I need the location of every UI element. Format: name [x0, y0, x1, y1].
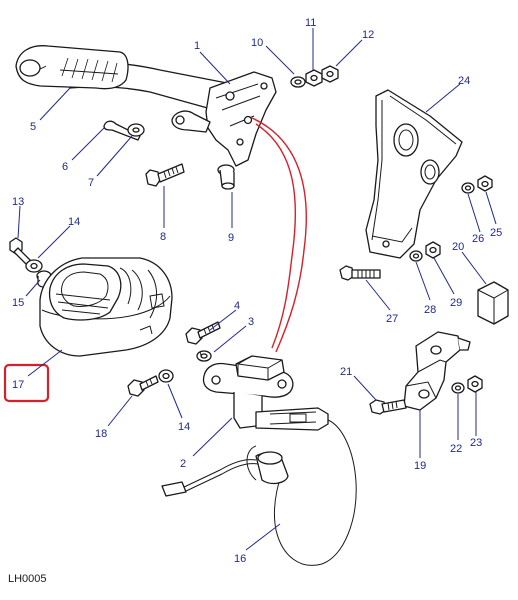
- callout-25: 25: [490, 227, 502, 239]
- stud-9[interactable]: [217, 164, 235, 190]
- callout-29: 29: [450, 297, 462, 309]
- screw-13[interactable]: [9, 237, 33, 267]
- callout-26: 26: [472, 233, 484, 245]
- callout-5: 5: [30, 121, 36, 133]
- warning-switch[interactable]: [202, 355, 329, 431]
- callout-2: 2: [180, 458, 186, 470]
- leader-lines: [17, 28, 497, 551]
- washer-10[interactable]: [290, 76, 306, 88]
- rubber-buffer[interactable]: [477, 281, 509, 325]
- callout-11: 11: [305, 17, 316, 29]
- callout-3: 3: [248, 316, 254, 328]
- nut-12[interactable]: [321, 65, 339, 83]
- callout-28: 28: [424, 304, 436, 316]
- callout-22: 22: [450, 443, 462, 455]
- screw-18[interactable]: [127, 375, 159, 397]
- callout-8: 8: [160, 231, 166, 243]
- callout-20: 20: [452, 241, 464, 253]
- callout-17: 17: [12, 379, 24, 391]
- callout-27: 27: [386, 313, 398, 325]
- callout-19: 19: [414, 460, 426, 472]
- washer-22[interactable]: [451, 382, 465, 394]
- bolt-27[interactable]: [339, 265, 381, 281]
- highlight-box-17: [3, 363, 50, 403]
- callout-6: 6: [62, 161, 68, 173]
- callout-10: 10: [251, 37, 263, 49]
- callout-18: 18: [95, 428, 107, 440]
- callout-7: 7: [88, 177, 94, 189]
- mounting-plate[interactable]: [365, 89, 463, 259]
- callout-4: 4: [234, 300, 240, 312]
- washer-7[interactable]: [127, 123, 145, 137]
- nut-29[interactable]: [425, 241, 441, 259]
- callout-14-upper: 14: [68, 216, 80, 228]
- callout-14-lower: 14: [178, 421, 190, 433]
- washer-28[interactable]: [409, 250, 423, 262]
- bolt-8[interactable]: [145, 163, 185, 187]
- callout-1: 1: [194, 40, 200, 52]
- washer-14-lower[interactable]: [158, 369, 174, 383]
- callout-13: 13: [12, 196, 24, 208]
- callout-23: 23: [470, 437, 482, 449]
- washer-14-upper[interactable]: [25, 259, 43, 273]
- screw-4[interactable]: [185, 321, 221, 345]
- handbrake-lever[interactable]: [15, 45, 277, 167]
- callout-12: 12: [362, 29, 374, 41]
- diagram-reference-code: LH0005: [8, 573, 47, 585]
- switch-bracket[interactable]: [403, 331, 471, 411]
- bolt-21[interactable]: [369, 399, 407, 415]
- nut-11[interactable]: [305, 69, 323, 87]
- callout-16: 16: [234, 553, 246, 565]
- nut-25[interactable]: [477, 175, 493, 192]
- callout-21: 21: [340, 366, 352, 378]
- nut-23[interactable]: [467, 375, 483, 393]
- lever-gaiter[interactable]: [39, 257, 173, 357]
- switch-wire[interactable]: [161, 419, 357, 566]
- lock-washer-3[interactable]: [196, 350, 212, 362]
- callout-9: 9: [228, 232, 234, 244]
- callout-24: 24: [458, 75, 470, 87]
- callout-15: 15: [12, 297, 24, 309]
- callout-labels: 1 2 3 4 5 6 7 8 9 10 11 12 13 14 14 15 1…: [12, 17, 502, 565]
- washer-26[interactable]: [461, 182, 475, 194]
- warning-switch-wire: [251, 117, 307, 353]
